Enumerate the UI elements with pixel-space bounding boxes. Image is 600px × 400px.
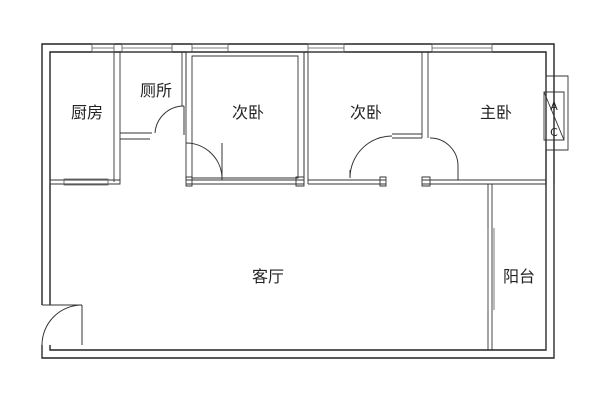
label-second-bedroom-2: 次卧 (350, 103, 382, 122)
ac-label-a: A (550, 100, 558, 113)
ac-unit: A C (544, 76, 568, 150)
bedroom2-walls (304, 52, 428, 186)
master-walls (422, 138, 546, 186)
top-windows (92, 44, 492, 52)
bedroom1-walls (186, 52, 304, 186)
label-master-bedroom: 主卧 (480, 103, 512, 122)
balcony-walls (488, 184, 554, 358)
label-kitchen: 厨房 (71, 103, 103, 122)
ac-label-c: C (550, 126, 558, 139)
entrance-door (41, 305, 82, 358)
kitchen-walls (50, 52, 120, 185)
label-second-bedroom-1: 次卧 (232, 103, 264, 122)
label-living-room: 客厅 (252, 267, 284, 286)
label-balcony: 阳台 (503, 267, 535, 286)
label-toilet: 厕所 (140, 81, 172, 100)
